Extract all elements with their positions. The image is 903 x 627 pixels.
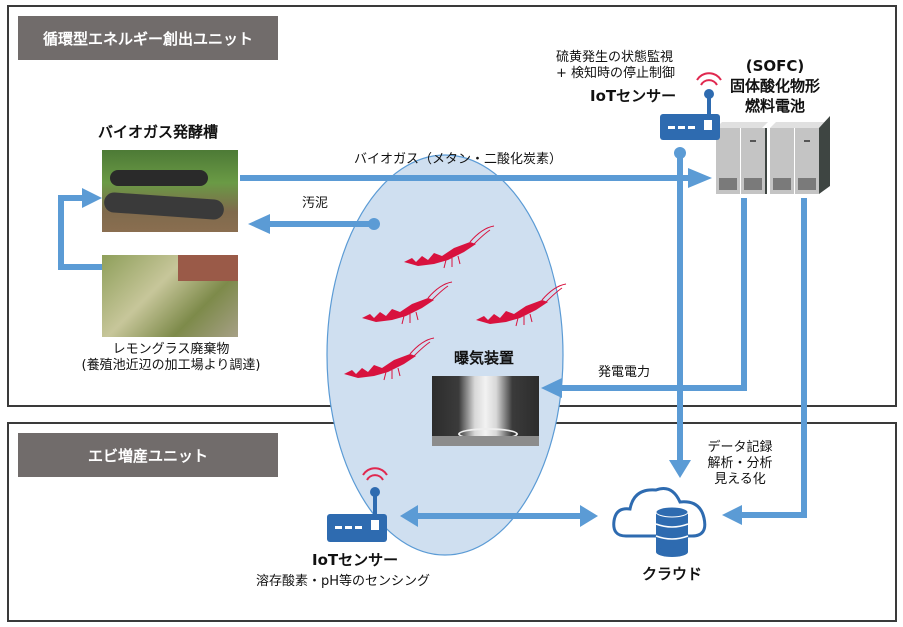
sofc-label-3: 燃料電池 [744,97,805,115]
power-line [741,198,747,391]
iot-top-note-2: + 検知時の停止制御 [556,66,676,81]
sludge-flow-label: 汚泥 [302,196,329,211]
energy-unit-label: 循環型エネルギー創出ユニット [18,16,278,60]
cloud-title: クラウド [641,565,702,583]
iot-top-note-1: 硫黄発生の状態監視 [556,50,674,65]
iot-cloud-bidirectional [415,513,583,519]
biogas-tank-photo [102,150,238,232]
lemongrass-label-1: レモングラス廃棄物 [112,342,230,357]
biogas-flow-label: バイオガス（メタン・二酸化炭素） [354,152,563,167]
data-line [801,198,807,518]
biogas-tank-title: バイオガス発酵槽 [98,123,219,141]
aerator-photo [432,376,539,446]
sofc-label-2: 固体酸化物形 [729,77,820,95]
lemongrass-label-2: (養殖池近辺の加工場より調達) [81,358,261,373]
iot-top-title: IoTセンサー [590,87,677,105]
sludge-arrow [268,221,374,227]
data-flow-label-3: 見える化 [714,472,766,487]
data-flow-label-1: データ記録 [707,440,773,455]
iot-bottom-note: 溶存酸素・pH等のセンシング [256,574,431,589]
iot-bottom-title: IoTセンサー [312,551,399,569]
aerator-title: 曝気装置 [454,349,515,367]
lemongrass-photo [102,255,238,337]
data-flow-label-2: 解析・分析 [707,456,773,471]
iot-to-cloud-line [677,153,683,463]
power-flow-label: 発電電力 [598,365,651,380]
shrimp-unit-label: エビ増産ユニット [18,433,278,477]
biogas-arrow [240,175,690,181]
feed-loop-arrow [58,195,64,270]
sofc-label-1: (SOFC) [745,57,805,75]
